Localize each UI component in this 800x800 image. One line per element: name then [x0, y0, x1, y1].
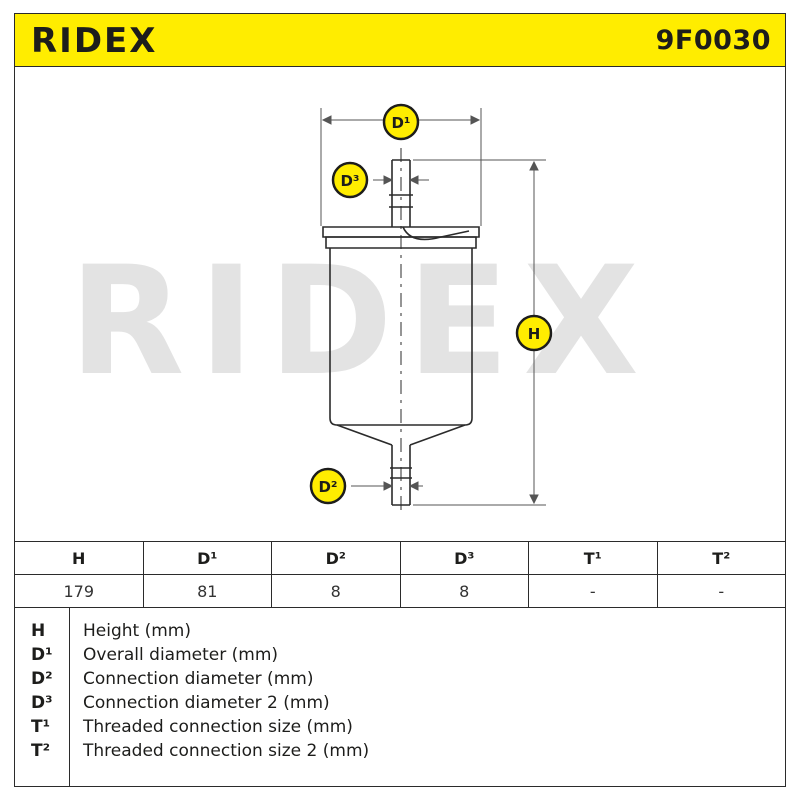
- spec-value-t1: -: [528, 574, 658, 608]
- spec-header-d2: D²: [271, 541, 401, 575]
- legend-item: D² Connection diameter (mm): [15, 667, 787, 691]
- legend-description: Connection diameter 2 (mm): [83, 693, 330, 713]
- spec-header-row: H D¹ D² D³ T¹ T²: [14, 541, 786, 575]
- legend-item: H Height (mm): [15, 619, 787, 643]
- watermark: RIDEX: [69, 235, 653, 409]
- legend-code: D¹: [31, 645, 53, 665]
- spec-value-t2: -: [656, 574, 786, 608]
- spec-value-h: 179: [14, 574, 144, 608]
- callout-d1-label: D¹: [391, 114, 410, 132]
- callout-h-label: H: [528, 325, 541, 343]
- legend-item: T² Threaded connection size 2 (mm): [15, 739, 787, 763]
- header-bar: RIDEX 9F0030: [14, 13, 786, 67]
- spec-header-t2: T²: [656, 541, 786, 575]
- legend-description: Height (mm): [83, 621, 191, 641]
- spec-header-t1: T¹: [528, 541, 658, 575]
- spec-value-d2: 8: [271, 574, 401, 608]
- part-number: 9F0030: [655, 25, 771, 56]
- legend-divider: [69, 607, 70, 786]
- callout-h: H: [515, 314, 553, 352]
- callout-d2: D²: [309, 467, 347, 505]
- spec-header-d3: D³: [399, 541, 529, 575]
- legend-item: D³ Connection diameter 2 (mm): [15, 691, 787, 715]
- legend-code: D²: [31, 669, 53, 689]
- legend-description: Threaded connection size (mm): [83, 717, 353, 737]
- d2-dimension: [351, 481, 423, 491]
- callout-d1: D¹: [382, 103, 420, 141]
- spec-header-h: H: [14, 541, 144, 575]
- diagram-panel: RIDEX: [14, 67, 786, 541]
- legend-description: Connection diameter (mm): [83, 669, 314, 689]
- callout-d3: D³: [331, 161, 369, 199]
- legend-code: H: [31, 621, 46, 641]
- callout-d2-label: D²: [318, 478, 337, 496]
- spec-value-row: 179 81 8 8 - -: [14, 574, 786, 608]
- legend-code: D³: [31, 693, 53, 713]
- callout-d3-label: D³: [340, 172, 359, 190]
- spec-header-d1: D¹: [142, 541, 272, 575]
- legend-item: T¹ Threaded connection size (mm): [15, 715, 787, 739]
- fuel-filter-drawing: RIDEX: [69, 103, 653, 515]
- legend-code: T²: [31, 741, 51, 761]
- legend-description: Overall diameter (mm): [83, 645, 279, 665]
- legend-panel: H Height (mm) D¹ Overall diameter (mm) D…: [14, 607, 786, 787]
- spec-value-d3: 8: [399, 574, 529, 608]
- spec-value-d1: 81: [142, 574, 272, 608]
- d1-dimension: [320, 108, 482, 226]
- d3-dimension: [373, 175, 429, 185]
- legend-item: D¹ Overall diameter (mm): [15, 643, 787, 667]
- legend-description: Threaded connection size 2 (mm): [83, 741, 370, 761]
- legend-code: T¹: [31, 717, 51, 737]
- brand-logo: RIDEX: [31, 21, 158, 61]
- spec-table: H D¹ D² D³ T¹ T² 179 81 8 8 - -: [14, 541, 786, 608]
